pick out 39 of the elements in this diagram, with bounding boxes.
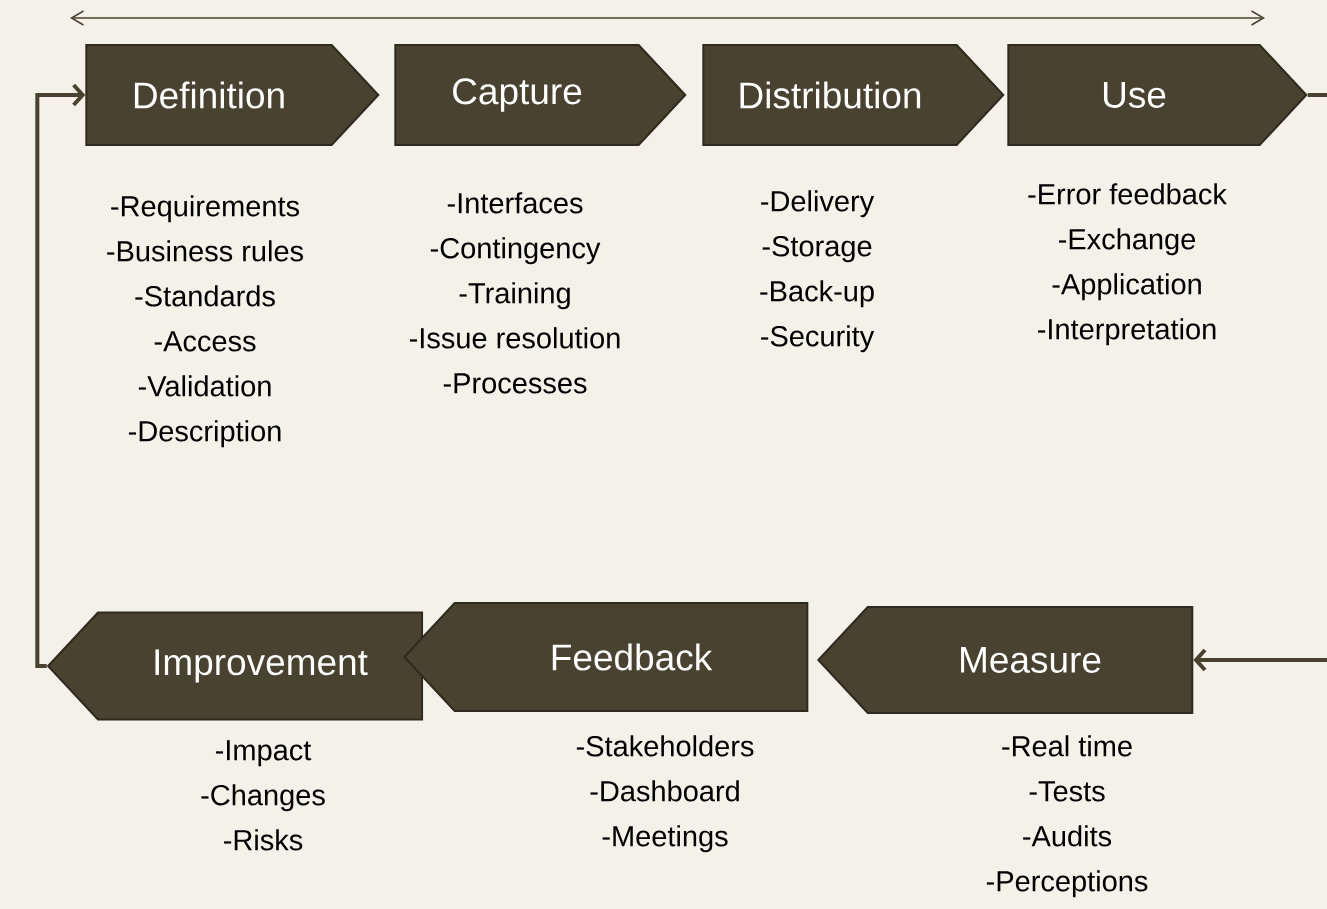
item-list: -Interfaces -Contingency -Training -Issue resolution -Processes: [409, 192, 620, 394]
node-label: -Error feedback: [1028, 183, 1227, 205]
node-label: -Interpretation: [1038, 318, 1216, 346]
arrow: [35, 83, 86, 668]
node-label: -Storage: [762, 235, 872, 263]
chevron-box: Feedback: [402, 602, 809, 712]
node-label: -Application: [1052, 273, 1201, 301]
chevron-box: Improvement: [46, 611, 424, 721]
node-label: -Security: [761, 325, 875, 353]
node-label: -Perceptions: [986, 870, 1148, 898]
item-list: -Delivery -Storage -Back-up -Security: [760, 190, 875, 353]
node-label: -Real time: [1002, 735, 1132, 757]
node-label: -Standards: [135, 285, 275, 307]
node-label: -Back-up: [760, 280, 874, 308]
node-label: -Business rules: [107, 240, 304, 262]
node-label: -Exchange: [1058, 228, 1196, 256]
node-label: -Audits: [1023, 825, 1112, 847]
item-list: -Stakeholders -Dashboard -Meetings: [576, 735, 754, 853]
arrow: [1193, 93, 1327, 672]
chevron-box: Measure: [816, 606, 1194, 714]
chevron-box: Distribution: [702, 44, 1005, 146]
node-label: -Processes: [443, 373, 587, 394]
node-label: -Requirements: [111, 195, 300, 223]
item-list: -Error feedback -Exchange -Application -Interpretation: [1028, 183, 1227, 346]
chevron-box: Definition: [85, 44, 380, 146]
node-label: -Delivery: [761, 190, 875, 218]
node-label: -Tests: [1029, 781, 1105, 802]
node-label: -Validation: [138, 375, 271, 397]
node-label: -Contingency: [430, 237, 601, 265]
node-label: -Issue resolution: [409, 327, 620, 349]
node-label: -Description: [128, 420, 281, 448]
item-list: -Impact -Changes -Risks: [201, 740, 325, 851]
item-list: -Real time -Tests -Audits -Perceptions: [986, 735, 1148, 898]
node-label: -Training: [459, 282, 570, 310]
item-list: -Requirements -Business rules -Standards -Access -Validation -Description: [107, 195, 304, 448]
node-label: -Access: [154, 331, 256, 352]
chevron-box: Capture: [394, 44, 687, 146]
chevron-box: Use: [1007, 44, 1308, 146]
node-label: -Interfaces: [447, 192, 583, 214]
